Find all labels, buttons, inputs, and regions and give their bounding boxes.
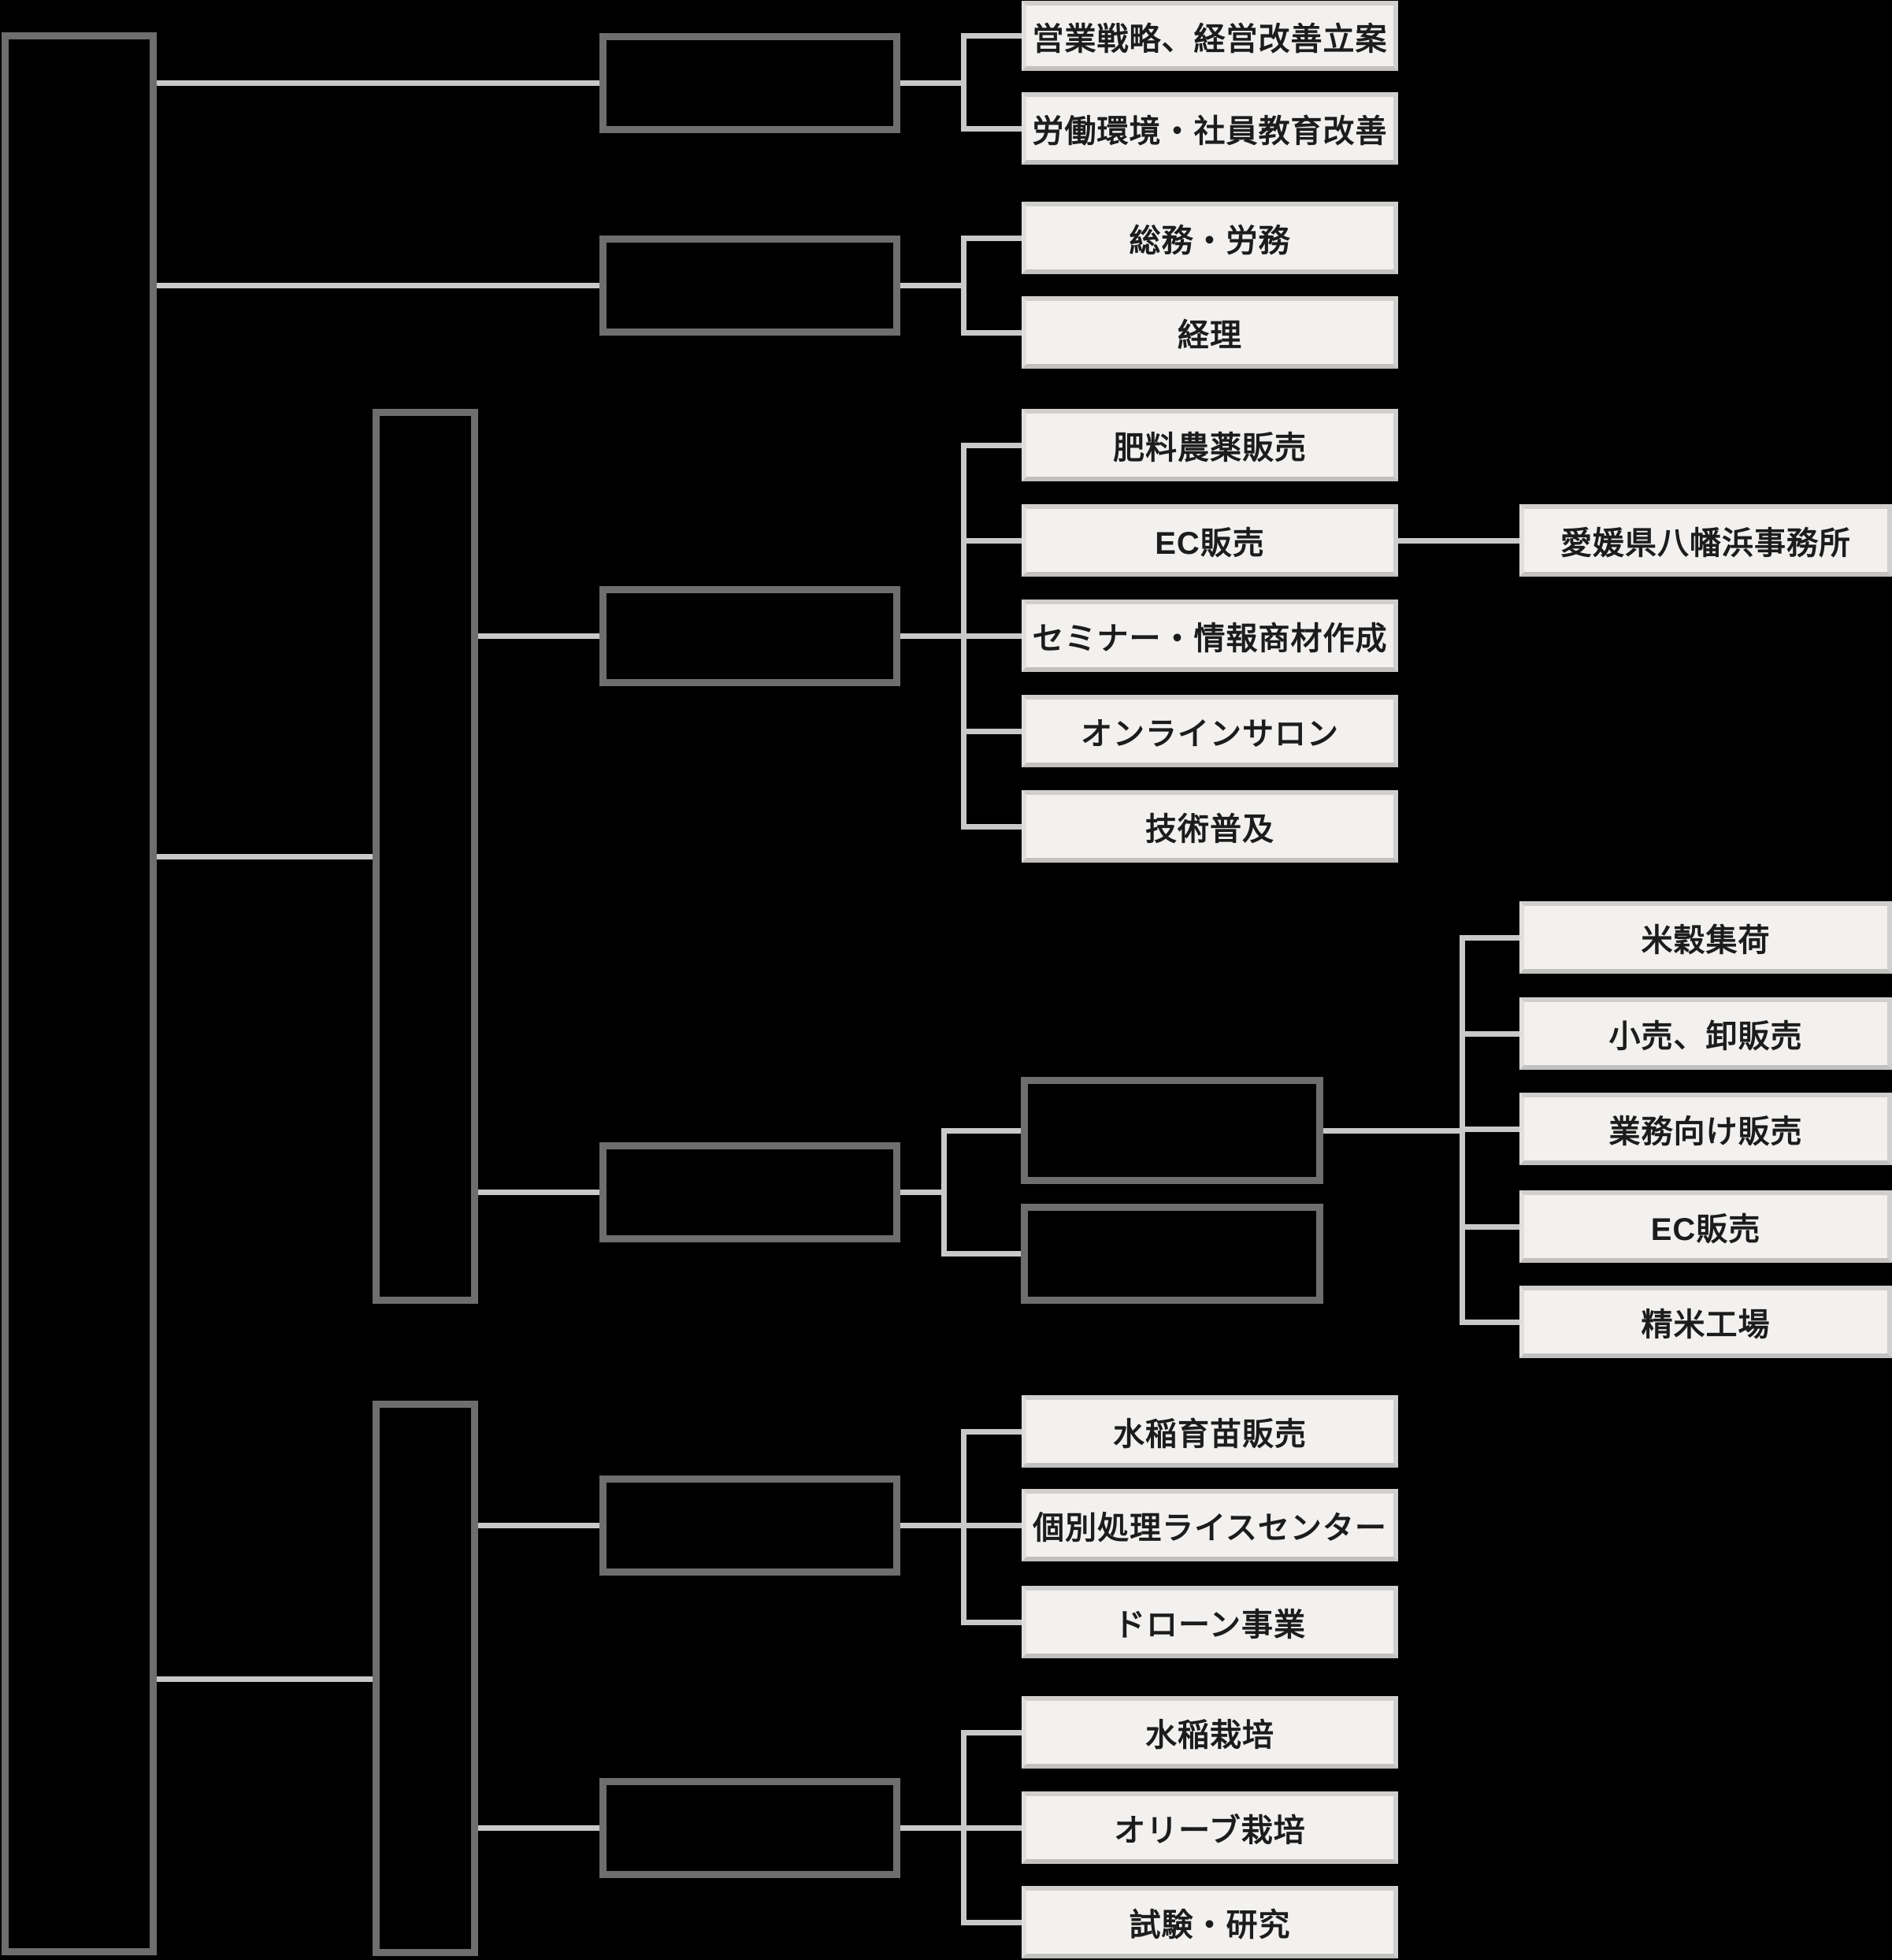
node-branch-a <box>599 33 900 133</box>
connector <box>157 283 599 288</box>
connector <box>941 1251 1021 1257</box>
connector <box>961 729 1022 734</box>
connector <box>900 1825 961 1831</box>
connector <box>478 1523 599 1528</box>
connector <box>961 1825 1022 1831</box>
connector <box>961 1523 1022 1528</box>
node-work-environment: 労働環境・社員教育改善 <box>1022 92 1398 165</box>
node-general-affairs: 総務・労務 <box>1022 202 1398 274</box>
node-label: 水稲育苗販売 <box>1113 1417 1307 1452</box>
node-olive-cultivation: オリーブ栽培 <box>1022 1791 1398 1864</box>
node-label: セミナー・情報商材作成 <box>1032 622 1388 656</box>
connector <box>1323 1128 1460 1134</box>
connector <box>961 538 1022 544</box>
node-tech-promotion: 技術普及 <box>1022 790 1398 863</box>
connector <box>961 330 1022 336</box>
node-drone-business: ドローン事業 <box>1022 1586 1398 1658</box>
node-sub-2 <box>1021 1204 1323 1304</box>
node-label: 個別処理ライスセンター <box>1033 1511 1387 1546</box>
connector <box>1460 1031 1519 1037</box>
node-business-sales: 業務向け販売 <box>1519 1093 1892 1165</box>
connector <box>961 443 1022 448</box>
node-retail-wholesale: 小売、卸販売 <box>1519 997 1892 1070</box>
node-label: 経理 <box>1178 318 1242 353</box>
node-sales-strategy: 営業戦略、経営改善立案 <box>1022 1 1398 71</box>
connector <box>157 80 599 86</box>
connector <box>478 633 599 639</box>
node-label: 試験・研究 <box>1129 1908 1291 1943</box>
connector <box>961 33 966 132</box>
node-label: 愛媛県八幡浜事務所 <box>1560 526 1851 561</box>
node-branch-e <box>599 1476 900 1576</box>
node-label: 営業戦略、経営改善立案 <box>1032 21 1388 57</box>
node-branch-b <box>599 236 900 336</box>
node-label: ドローン事業 <box>1114 1608 1306 1643</box>
node-seminar-content: セミナー・情報商材作成 <box>1022 600 1398 672</box>
connector <box>961 1730 1022 1735</box>
connector <box>478 1190 599 1195</box>
connector <box>961 824 1022 830</box>
node-label: 肥料農薬販売 <box>1113 431 1307 466</box>
node-root <box>2 32 157 1955</box>
node-seedling-sales: 水稲育苗販売 <box>1022 1395 1398 1468</box>
node-label: 労働環境・社員教育改善 <box>1032 114 1388 149</box>
node-label: 小売、卸販売 <box>1608 1019 1803 1054</box>
connector <box>900 633 961 639</box>
connector <box>478 1825 599 1831</box>
node-label: 総務・労務 <box>1129 224 1291 258</box>
node-research: 試験・研究 <box>1022 1886 1398 1958</box>
connector <box>900 1523 961 1528</box>
node-label: 業務向け販売 <box>1608 1115 1803 1149</box>
connector <box>961 126 1022 132</box>
connector <box>900 283 961 288</box>
connector <box>961 236 966 336</box>
node-branch-c <box>599 586 900 686</box>
connector <box>961 1429 1022 1435</box>
node-label: 水稲栽培 <box>1145 1718 1274 1753</box>
node-fertilizer-sales: 肥料農薬販売 <box>1022 409 1398 481</box>
connector <box>900 1190 941 1195</box>
node-online-salon: オンラインサロン <box>1022 695 1398 767</box>
node-rice-collection: 米穀集荷 <box>1519 901 1892 974</box>
connector <box>1460 1127 1519 1132</box>
node-division-1 <box>373 409 478 1304</box>
connector <box>941 1128 947 1257</box>
connector <box>961 1620 1022 1625</box>
connector <box>941 1128 1021 1134</box>
node-branch-d <box>599 1142 900 1242</box>
node-sub-1 <box>1021 1077 1323 1184</box>
node-ec-sales-2: EC販売 <box>1519 1190 1892 1263</box>
connector <box>1460 1224 1519 1230</box>
connector <box>1460 935 1519 941</box>
connector <box>1460 1320 1519 1325</box>
node-label: 技術普及 <box>1145 812 1274 847</box>
connector <box>157 1676 373 1682</box>
connector <box>1398 538 1519 544</box>
node-label: 米穀集荷 <box>1641 923 1771 958</box>
node-label: 精米工場 <box>1641 1308 1771 1342</box>
node-rice-center: 個別処理ライスセンター <box>1022 1489 1398 1561</box>
node-label: オンラインサロン <box>1081 717 1339 752</box>
node-division-2 <box>373 1401 478 1956</box>
node-rice-mill: 精米工場 <box>1519 1286 1892 1358</box>
node-label: オリーブ栽培 <box>1114 1813 1306 1848</box>
connector <box>157 854 373 859</box>
connector <box>961 236 1022 241</box>
connector <box>961 33 1022 39</box>
node-label: EC販売 <box>1650 1212 1761 1247</box>
connector <box>900 80 961 86</box>
node-label: EC販売 <box>1155 526 1265 561</box>
connector <box>961 633 1022 639</box>
node-accounting: 経理 <box>1022 296 1398 369</box>
node-rice-cultivation: 水稲栽培 <box>1022 1696 1398 1769</box>
connector <box>961 1920 1022 1925</box>
node-branch-f <box>599 1778 900 1878</box>
node-ehime-office: 愛媛県八幡浜事務所 <box>1519 504 1892 577</box>
node-ec-sales-1: EC販売 <box>1022 504 1398 577</box>
